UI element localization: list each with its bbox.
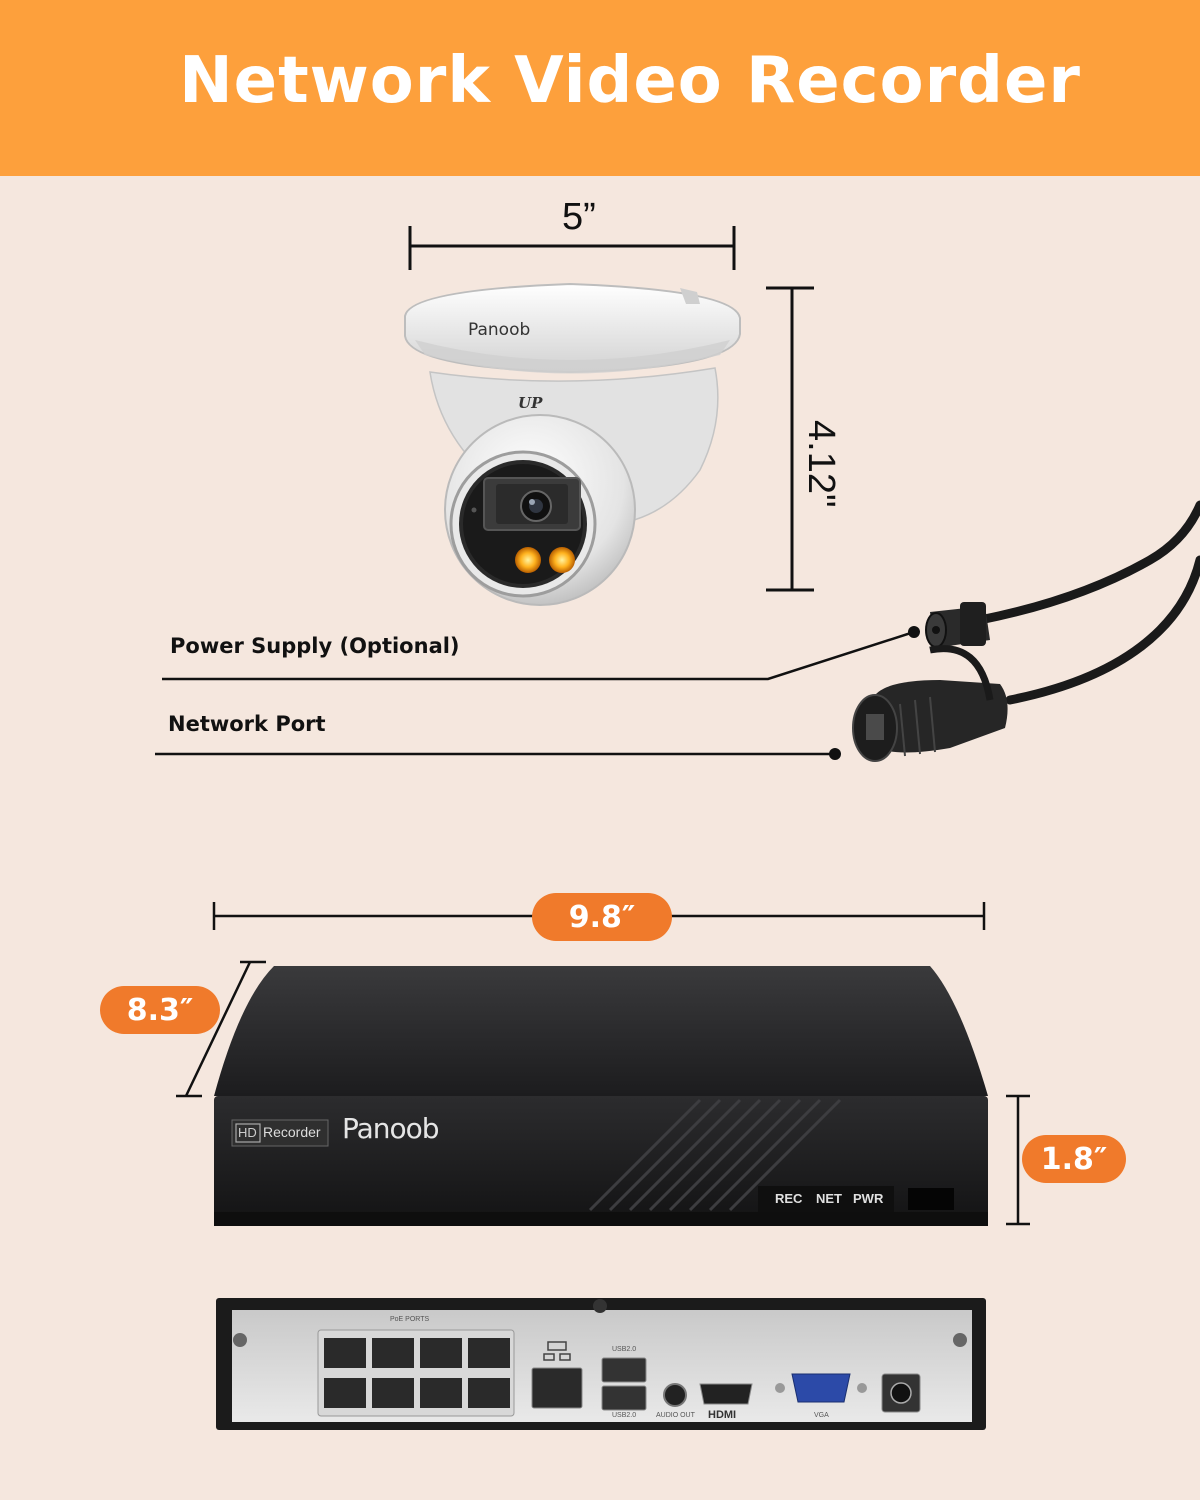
recorder-width-pill: 9.8″ [532,893,672,941]
camera-width-label: 5” [562,196,596,238]
callout-power-dot [908,626,920,638]
callout-power-line [162,630,915,681]
camera-up-mark: UP [518,394,543,412]
power-supply-label: Power Supply (Optional) [170,634,460,658]
nvr-rear-panel [216,1298,986,1430]
vga-label: VGA [814,1412,829,1419]
camera-height-dimension [766,286,814,592]
header-banner: Network Video Recorder [0,0,1200,176]
recorder-badge-hd: HD [238,1125,257,1140]
power-connector [925,602,990,648]
usb-bottom-label: USB2.0 [612,1412,637,1419]
usb-top-label: USB2.0 [612,1346,637,1353]
recorder-depth-dimension [176,960,266,1098]
callout-network-dot [829,748,841,760]
dome-camera [404,282,741,606]
led-rec-label: REC [775,1191,803,1206]
recorder-height-pill: 1.8″ [1022,1135,1126,1183]
hdmi-label: HDMI [708,1409,737,1421]
recorder-brand-logo: Panoob [342,1112,440,1145]
recorder-height-dimension [1006,1094,1030,1226]
network-connector [852,645,1008,762]
page-title: Network Video Recorder [179,44,1081,118]
camera-cables [975,500,1200,705]
recorder-badge-text: Recorder [263,1124,321,1140]
nvr-body [214,966,988,1226]
poe-ports-label: PoE PORTS [390,1316,430,1323]
camera-height-label: 4.12" [800,420,842,508]
camera-brand-logo: Panoob [468,320,531,340]
led-pwr-label: PWR [853,1191,884,1206]
camera-width-dimension [408,226,736,270]
network-port-label: Network Port [168,712,326,736]
led-net-label: NET [816,1191,842,1206]
recorder-depth-pill: 8.3″ [100,986,220,1034]
audio-out-label: AUDIO OUT [656,1412,695,1419]
